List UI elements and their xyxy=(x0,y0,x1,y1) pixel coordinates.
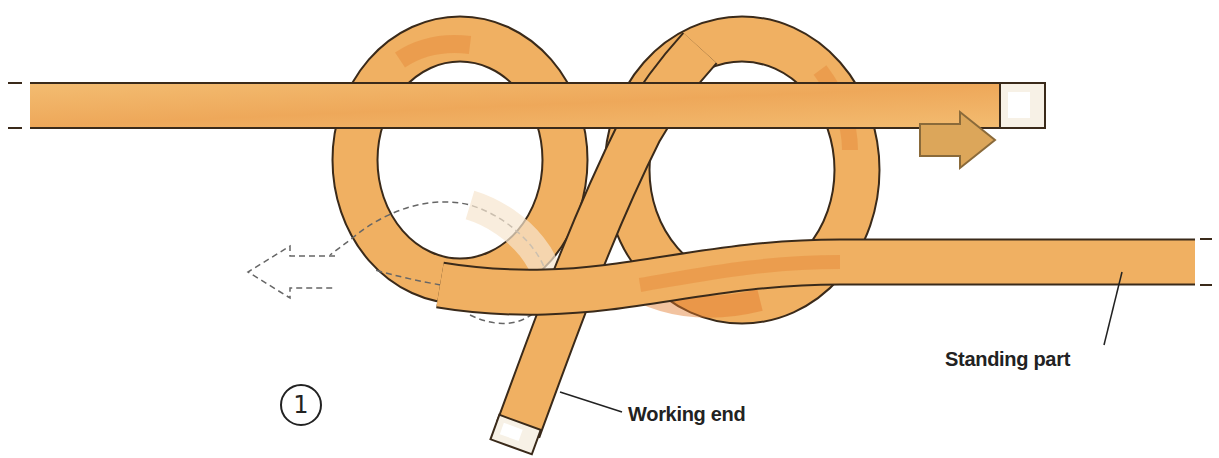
callout-circle: 1 xyxy=(280,384,322,426)
standing-rope xyxy=(440,236,1219,292)
leader-line xyxy=(1104,272,1122,345)
top-rope xyxy=(0,82,1045,130)
part-label: Standing part xyxy=(945,348,1070,371)
pull-arrow xyxy=(920,112,995,168)
ghost-arrow xyxy=(248,246,335,298)
callout-number: 1 xyxy=(293,393,308,417)
leader-line xyxy=(560,392,622,412)
part-label: Working end xyxy=(628,403,745,426)
